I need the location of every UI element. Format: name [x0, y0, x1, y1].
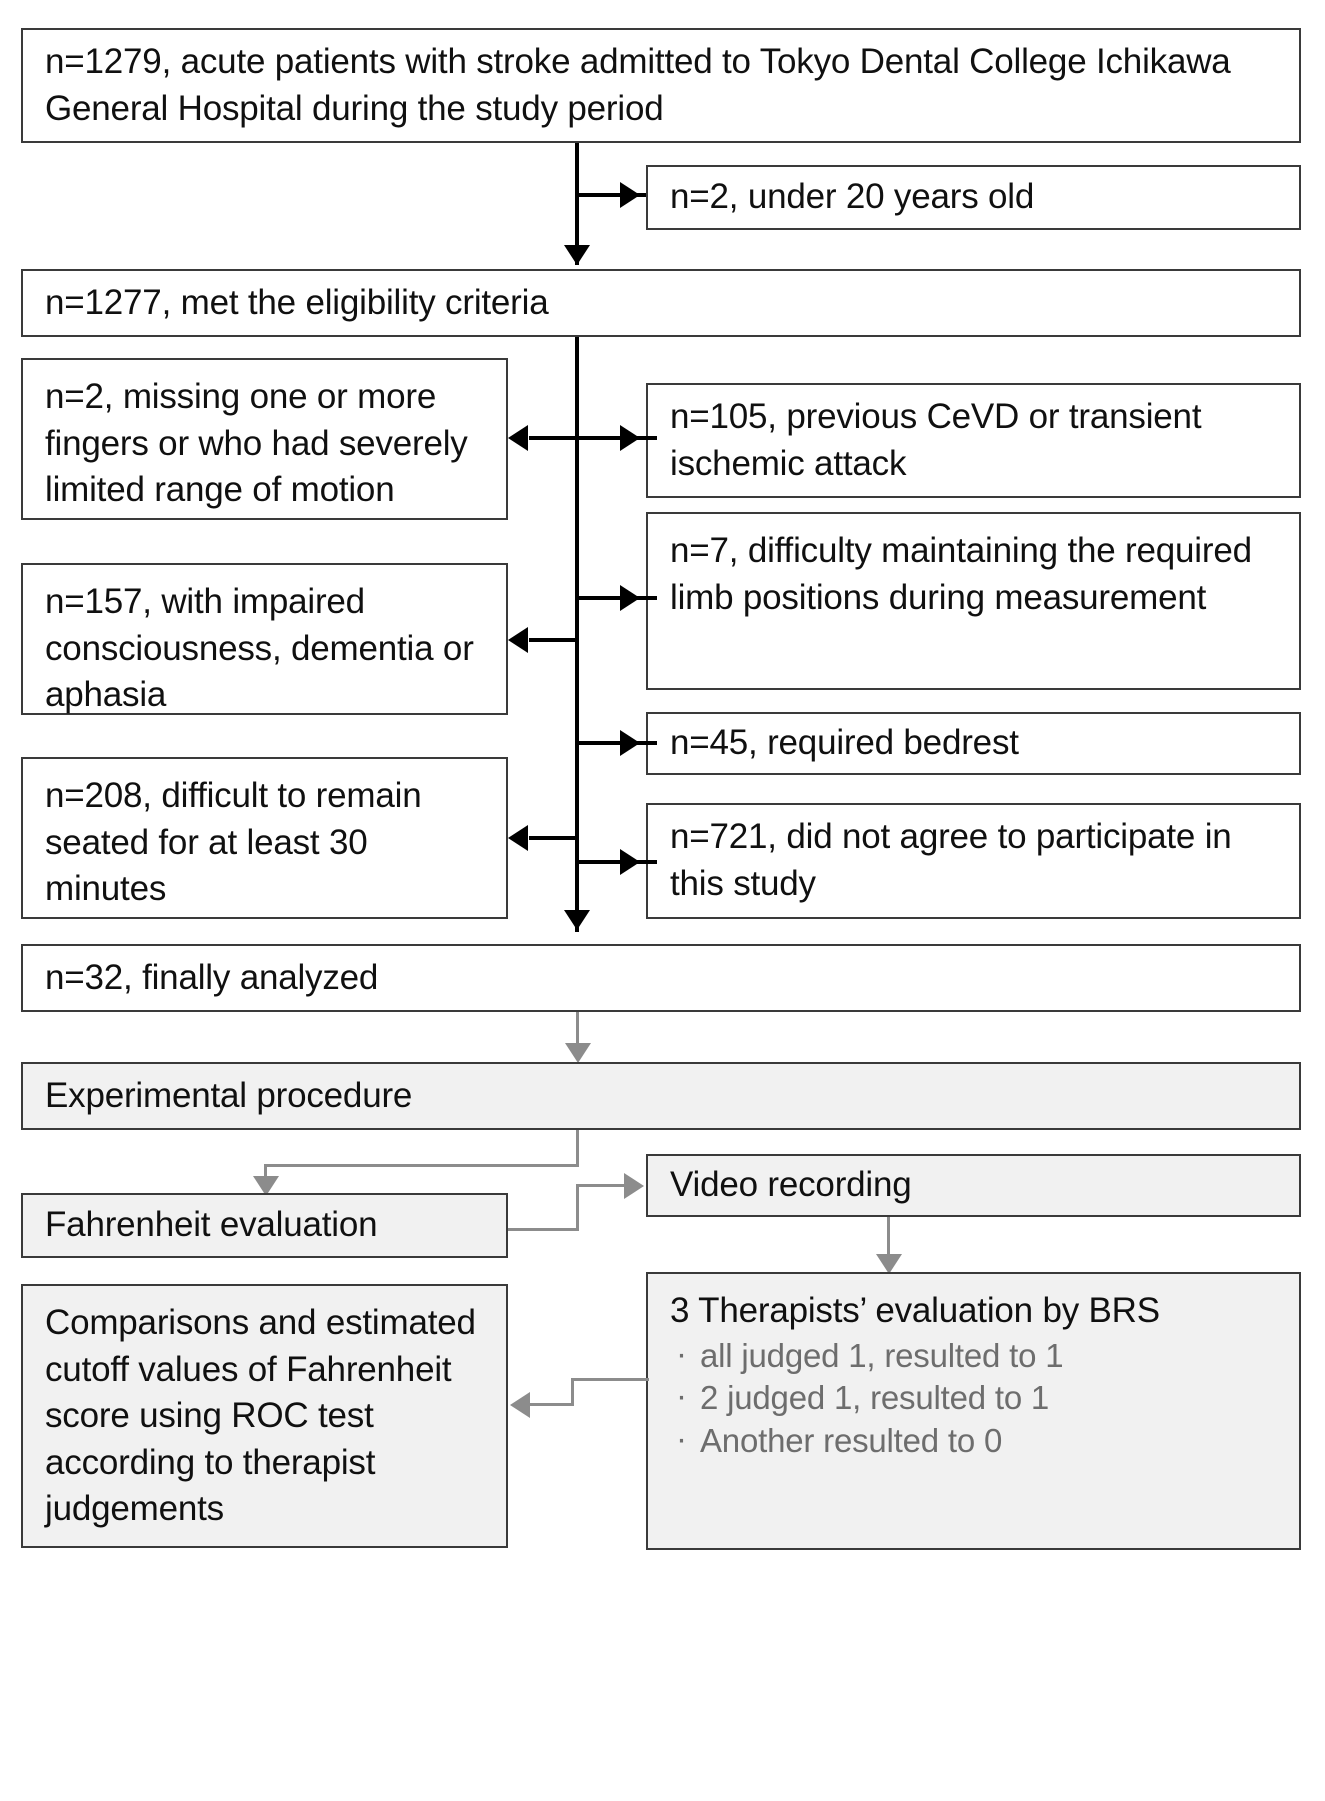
arrowhead-to-remain-seated [508, 825, 528, 851]
connector-trunk-to-missing-fingers [529, 436, 579, 440]
arrowhead-to-video-recording [624, 1173, 644, 1199]
connector-fahrenheit-elbow-vertical [576, 1184, 579, 1231]
node-fahrenheit-evaluation: Fahrenheit evaluation [21, 1193, 508, 1258]
connector-enrolled-to-eligible [575, 143, 579, 265]
arrowhead-to-under20 [620, 182, 640, 208]
connector-trunk-to-impaired-consciousness [529, 638, 579, 642]
node-impaired-consciousness: n=157, with impaired consciousness, deme… [21, 563, 508, 715]
arrowhead-to-comparisons [510, 1392, 530, 1418]
node-remain-seated-label: n=208, difficult to remain seated for at… [45, 776, 422, 909]
node-video-recording: Video recording [646, 1154, 1301, 1217]
node-under-20: n=2, under 20 years old [646, 165, 1301, 230]
arrowhead-to-did-not-agree [620, 849, 640, 875]
connector-to-video-recording [576, 1184, 636, 1187]
node-analyzed-label: n=32, finally analyzed [45, 957, 379, 997]
arrowhead-video-to-therapists [876, 1254, 902, 1274]
connector-therapists-to-comparisons-horizontal-left [530, 1403, 574, 1406]
node-bedrest-label: n=45, required bedrest [670, 723, 1019, 763]
node-experimental-procedure-label: Experimental procedure [45, 1075, 413, 1115]
connector-trunk-to-did-not-agree [575, 860, 657, 864]
connector-therapists-to-comparisons-horizontal-right [571, 1378, 649, 1381]
connector-experimental-to-fahrenheit [264, 1164, 267, 1186]
node-limb-positions-label: n=7, difficulty maintaining the required… [670, 531, 1252, 617]
connector-video-to-therapists [887, 1217, 890, 1265]
arrowhead-to-previous-cevd [620, 425, 640, 451]
node-eligible-label: n=1277, met the eligibility criteria [45, 282, 549, 322]
arrowhead-to-impaired-consciousness [508, 627, 528, 653]
node-did-not-agree: n=721, did not agree to participate in t… [646, 803, 1301, 919]
node-remain-seated: n=208, difficult to remain seated for at… [21, 757, 508, 919]
arrowhead-to-missing-fingers [508, 425, 528, 451]
node-experimental-procedure: Experimental procedure [21, 1062, 1301, 1130]
arrowhead-analyzed-to-experimental [565, 1043, 591, 1063]
connector-fahrenheit-elbow-horizontal [508, 1228, 579, 1231]
node-previous-cevd-label: n=105, previous CeVD or transient ischem… [670, 396, 1202, 483]
node-under-20-label: n=2, under 20 years old [670, 177, 1035, 217]
node-fahrenheit-evaluation-label: Fahrenheit evaluation [45, 1205, 378, 1245]
therapist-rule-item: all judged 1, resulted to 1 [670, 1333, 1064, 1378]
node-therapists-evaluation: 3 Therapists’ evaluation by BRS all judg… [646, 1272, 1301, 1550]
node-limb-positions: n=7, difficulty maintaining the required… [646, 512, 1301, 690]
node-missing-fingers: n=2, missing one or more fingers or who … [21, 358, 508, 520]
node-comparisons-label: Comparisons and estimated cutoff values … [45, 1303, 476, 1529]
node-analyzed: n=32, finally analyzed [21, 944, 1301, 1012]
arrowhead-main-trunk-to-analyzed [564, 910, 590, 930]
connector-trunk-to-bedrest [575, 741, 657, 745]
connector-experimental-horizontal [264, 1164, 579, 1167]
node-enrolled: n=1279, acute patients with stroke admit… [21, 28, 1301, 143]
arrowhead-to-limb-positions [620, 585, 640, 611]
node-eligible: n=1277, met the eligibility criteria [21, 269, 1301, 337]
connector-to-under20 [575, 193, 657, 197]
node-therapists-evaluation-label: 3 Therapists’ evaluation by BRS [670, 1291, 1160, 1330]
connector-analyzed-to-experimental [576, 1012, 579, 1054]
node-impaired-consciousness-label: n=157, with impaired consciousness, deme… [45, 582, 474, 715]
node-did-not-agree-label: n=721, did not agree to participate in t… [670, 817, 1232, 903]
node-bedrest: n=45, required bedrest [646, 712, 1301, 775]
connector-trunk-to-limb-positions [575, 596, 657, 600]
node-comparisons: Comparisons and estimated cutoff values … [21, 1284, 508, 1548]
node-previous-cevd: n=105, previous CeVD or transient ischem… [646, 383, 1301, 498]
therapist-rule-list: all judged 1, resulted to 1 2 judged 1, … [670, 1333, 1064, 1464]
connector-experimental-right-stem [576, 1130, 579, 1163]
connector-trunk-to-remain-seated [529, 836, 579, 840]
arrowhead-to-bedrest [620, 730, 640, 756]
therapist-rule-item: 2 judged 1, resulted to 1 [670, 1375, 1063, 1420]
connector-main-trunk [575, 337, 579, 932]
arrowhead-enrolled-to-eligible [564, 245, 590, 265]
therapist-rule-item: Another resulted to 0 [670, 1418, 1063, 1463]
connector-trunk-to-previous-cevd [575, 436, 657, 440]
node-missing-fingers-label: n=2, missing one or more fingers or who … [45, 377, 468, 510]
arrowhead-experimental-to-fahrenheit [253, 1176, 279, 1196]
connector-therapists-to-comparisons-vertical [571, 1378, 574, 1406]
node-enrolled-label: n=1279, acute patients with stroke admit… [45, 41, 1231, 128]
node-video-recording-label: Video recording [670, 1165, 912, 1205]
